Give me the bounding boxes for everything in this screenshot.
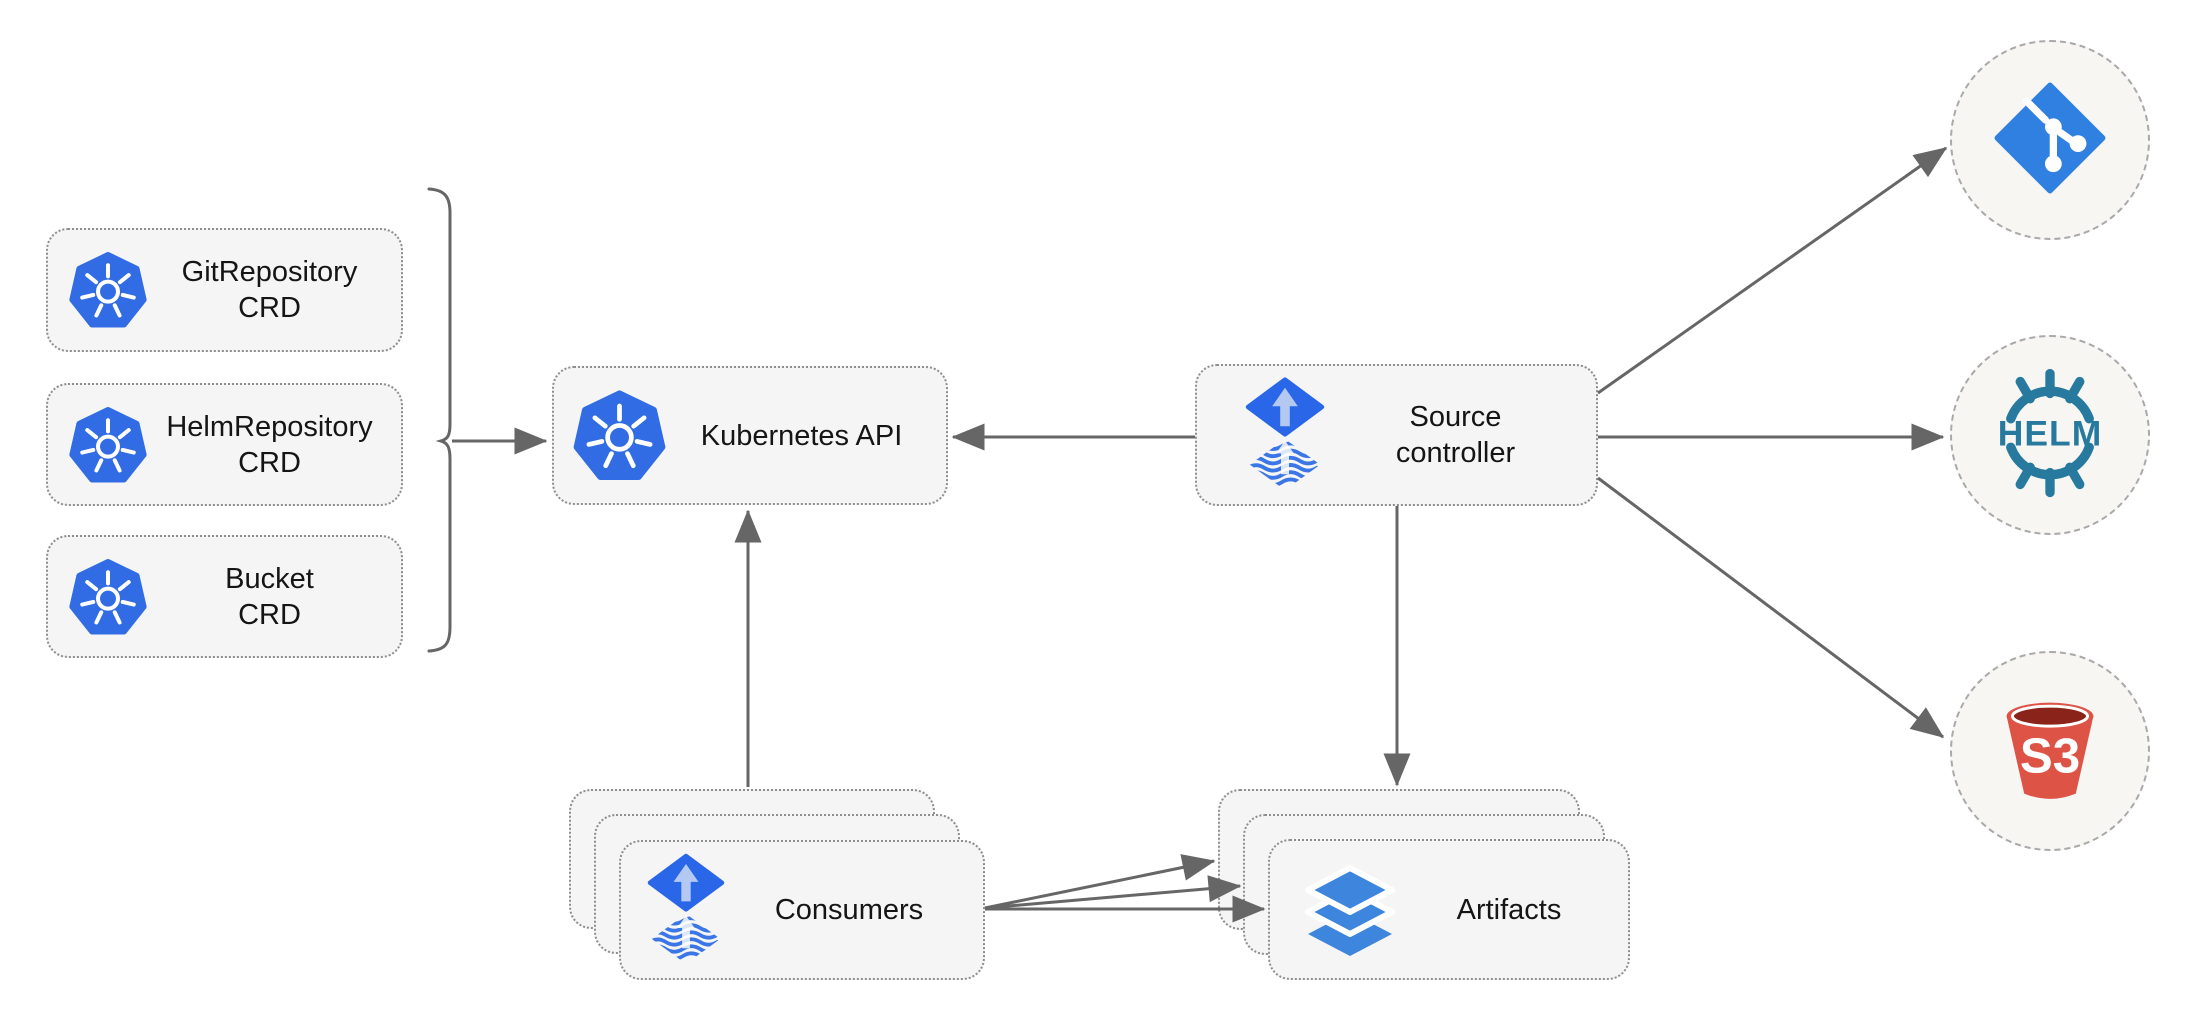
node-label: Kubernetes API (700, 419, 903, 452)
node-label: GitRepository CRD (181, 256, 358, 324)
node-source-controller: Source controller (1195, 364, 1598, 506)
flux-icon (1245, 376, 1325, 494)
kubernetes-icon (68, 557, 148, 637)
node-consumers: Consumers (619, 840, 985, 980)
helm-icon: HELM (1977, 360, 2123, 511)
crd-group-bracket (427, 187, 452, 653)
node-artifacts: Artifacts (1268, 839, 1630, 980)
layers-icon (1300, 860, 1400, 960)
edge-source-controller-to-git (1597, 146, 1948, 395)
helm-logo-text: HELM (1998, 413, 2103, 453)
node-label: Consumers (774, 894, 924, 926)
kubernetes-icon (572, 388, 667, 483)
node-kubernetes-api: Kubernetes API (552, 366, 948, 505)
edge-consumers-to-artifacts-middle (984, 875, 1242, 910)
git-icon (1994, 82, 2106, 199)
s3-logo-text: S3 (2020, 728, 2080, 783)
node-label: HelmRepository CRD (166, 410, 373, 479)
flux-icon (647, 853, 725, 967)
edge-source-controller-to-s3 (1597, 476, 1945, 739)
node-label: Artifacts (1456, 893, 1562, 926)
endpoint-helm: HELM (1950, 335, 2150, 535)
node-bucket-crd: Bucket CRD (46, 535, 403, 658)
s3-bucket-icon: S3 (1991, 688, 2109, 815)
node-helmrepository-crd: HelmRepository CRD (46, 383, 403, 506)
endpoint-s3: S3 (1950, 651, 2150, 851)
node-gitrepository-crd: GitRepository CRD (46, 228, 403, 352)
node-label: Source controller (1395, 401, 1516, 469)
endpoint-git (1950, 40, 2150, 240)
edge-consumers-to-artifacts-back (984, 854, 1216, 910)
kubernetes-icon (68, 250, 148, 330)
node-label: Bucket CRD (225, 562, 314, 631)
kubernetes-icon (68, 405, 148, 485)
